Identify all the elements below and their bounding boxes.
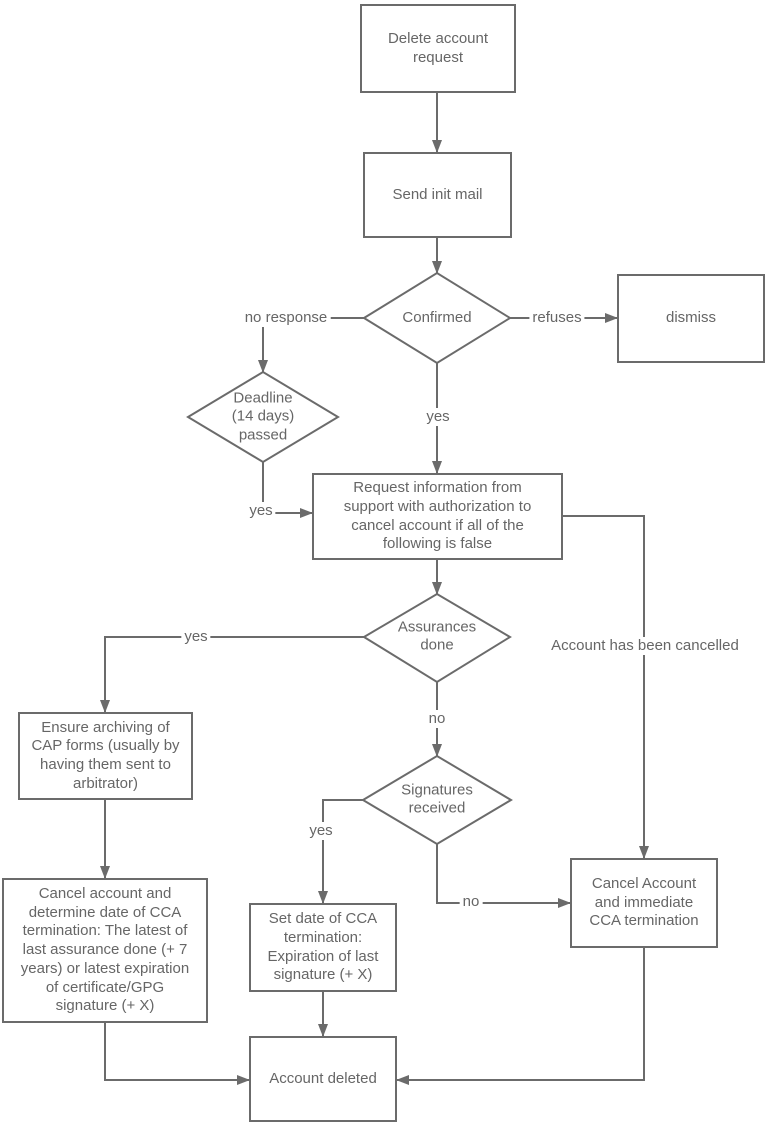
node-label: Delete account request (387, 29, 489, 66)
decision-signatures-label: Signatures received (401, 781, 473, 817)
node-send-init-mail: Send init mail (363, 152, 512, 238)
edge-label-yes-assurances: yes (181, 628, 211, 646)
edge-label-refuses: refuses (529, 309, 585, 327)
node-label: Send init mail (392, 185, 483, 203)
node-cancel-determine: Cancel account and determine date of CCA… (2, 878, 208, 1023)
edge-label-no-response: no response (241, 309, 331, 327)
edge-assurances-to-ensure-archiving (100, 636, 364, 713)
node-label: Set date of CCA termination: Expiration … (267, 910, 379, 984)
node-label: Cancel account and determine date of CCA… (20, 884, 190, 1015)
edge-label-no-signatures: no (459, 893, 483, 911)
edge-cancel-determine-to-account-deleted (104, 1023, 250, 1085)
node-ensure-archiving: Ensure archiving of CAP forms (usually b… (18, 712, 193, 800)
edge-label-account-cancelled: Account has been cancelled (548, 637, 742, 655)
edge-label-yes-signatures: yes (306, 822, 336, 840)
edge-signatures-to-set-date (318, 799, 363, 904)
node-dismiss: dismiss (617, 274, 765, 363)
decision-confirmed-label: Confirmed (402, 308, 472, 326)
node-label: Request information from support with au… (343, 479, 532, 553)
decision-deadline-label: Deadline (14 days) passed (231, 389, 295, 444)
edge-label-yes-confirmed: yes (423, 408, 453, 426)
edge-signatures-to-cancel-immediate (436, 844, 571, 908)
node-label: dismiss (665, 309, 716, 327)
node-label: Account deleted (269, 1069, 377, 1087)
node-delete-account-request: Delete account request (360, 4, 516, 93)
edge-label-yes-deadline: yes (246, 502, 276, 520)
node-cancel-immediate: Cancel Account and immediate CCA termina… (570, 858, 718, 948)
decision-assurances-shape (362, 592, 512, 684)
edge-label-no-assurances: no (425, 710, 449, 728)
node-account-deleted: Account deleted (249, 1036, 397, 1122)
node-label: Cancel Account and immediate CCA termina… (589, 874, 699, 930)
node-label: Ensure archiving of CAP forms (usually b… (31, 718, 180, 792)
decision-deadline-shape (186, 370, 340, 464)
edge-cancel-immediate-to-account-deleted (396, 948, 645, 1085)
decision-assurances-label: Assurances done (397, 618, 477, 654)
node-set-date: Set date of CCA termination: Expiration … (249, 903, 397, 992)
decision-signatures-shape (361, 754, 513, 846)
node-request-info: Request information from support with au… (312, 473, 563, 560)
edge-request-info-to-cancel-immediate (563, 515, 649, 859)
